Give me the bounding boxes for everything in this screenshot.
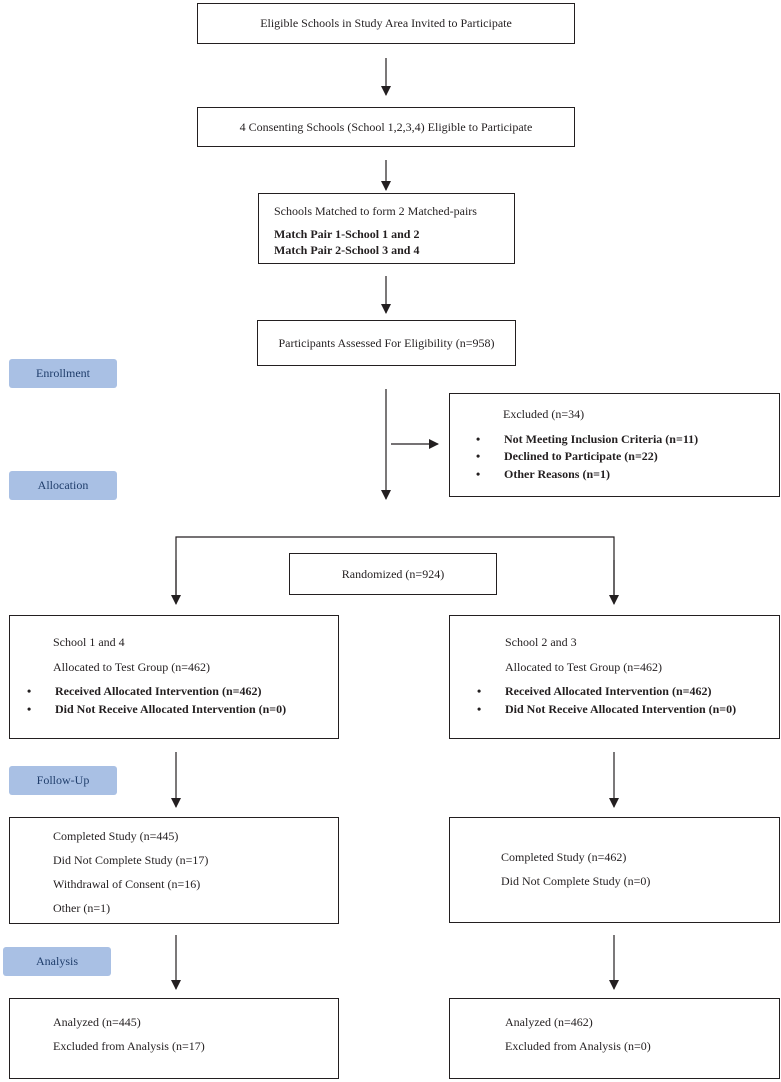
- right-followup-line: Did Not Complete Study (n=0): [501, 874, 651, 888]
- right-analysis-line: Excluded from Analysis (n=0): [505, 1039, 651, 1053]
- bullet-icon: •: [477, 702, 482, 716]
- left-alloc-item: • Received Allocated Intervention (n=462): [27, 684, 261, 699]
- invited-schools-text: Eligible Schools in Study Area Invited t…: [260, 16, 512, 30]
- match-pair-1: Match Pair 1-School 1 and 2: [274, 227, 420, 241]
- stage-analysis: Analysis: [3, 947, 111, 976]
- right-analysis-box: Analyzed (n=462) Excluded from Analysis …: [449, 998, 780, 1079]
- invited-schools-box: Eligible Schools in Study Area Invited t…: [197, 3, 575, 44]
- assessed-eligibility-box: Participants Assessed For Eligibility (n…: [257, 320, 516, 366]
- right-allocated-text: Allocated to Test Group (n=462): [505, 660, 663, 674]
- excluded-item: • Other Reasons (n=1): [476, 467, 610, 482]
- left-followup-line: Other (n=1): [53, 901, 111, 915]
- assessed-eligibility-text: Participants Assessed For Eligibility (n…: [278, 335, 495, 350]
- right-followup-line: Completed Study (n=462): [501, 850, 627, 864]
- randomized-box: Randomized (n=924): [289, 553, 497, 595]
- matched-pairs-box: Schools Matched to form 2 Matched-pairs …: [258, 193, 515, 264]
- excluded-box: Excluded (n=34) • Not Meeting Inclusion C…: [449, 393, 780, 497]
- bullet-icon: •: [27, 702, 32, 716]
- left-followup-line: Completed Study (n=445): [53, 829, 179, 843]
- right-allocation-box: School 2 and 3 Allocated to Test Group (…: [449, 615, 780, 739]
- left-alloc-item-text: Did Not Receive Allocated Intervention (…: [55, 702, 287, 716]
- left-followup-box: Completed Study (n=445) Did Not Complete…: [9, 817, 339, 924]
- excluded-item: • Not Meeting Inclusion Criteria (n=11): [476, 432, 698, 447]
- excluded-item-text: Other Reasons (n=1): [504, 467, 610, 481]
- bullet-icon: •: [27, 684, 32, 698]
- right-school-label: School 2 and 3: [505, 635, 577, 649]
- left-analysis-box: Analyzed (n=445) Excluded from Analysis …: [9, 998, 339, 1079]
- right-followup-box: Completed Study (n=462) Did Not Complete…: [449, 817, 780, 923]
- excluded-item-text: Declined to Participate (n=22): [504, 449, 658, 463]
- right-analysis-line: Analyzed (n=462): [505, 1015, 593, 1029]
- match-pair-2: Match Pair 2-School 3 and 4: [274, 243, 420, 257]
- randomized-text: Randomized (n=924): [341, 566, 445, 581]
- right-alloc-item: • Did Not Receive Allocated Intervention …: [477, 702, 736, 717]
- left-school-label: School 1 and 4: [53, 635, 125, 649]
- excluded-item: • Declined to Participate (n=22): [476, 449, 658, 464]
- matched-pairs-title: Schools Matched to form 2 Matched-pairs: [274, 204, 477, 218]
- bullet-icon: •: [476, 467, 481, 481]
- consenting-schools-box: 4 Consenting Schools (School 1,2,3,4) El…: [197, 107, 575, 147]
- bullet-icon: •: [476, 449, 481, 463]
- left-followup-line: Withdrawal of Consent (n=16): [53, 877, 201, 891]
- left-analysis-line: Excluded from Analysis (n=17): [53, 1039, 205, 1053]
- left-analysis-line: Analyzed (n=445): [53, 1015, 141, 1029]
- right-alloc-item-text: Did Not Receive Allocated Intervention (…: [505, 702, 737, 716]
- right-alloc-item-text: Received Allocated Intervention (n=462): [505, 684, 712, 698]
- stage-enrollment: Enrollment: [9, 359, 117, 388]
- stage-follow-up: Follow-Up: [9, 766, 117, 795]
- left-followup-line: Did Not Complete Study (n=17): [53, 853, 209, 867]
- left-allocation-box: School 1 and 4 Allocated to Test Group (…: [9, 615, 339, 739]
- left-allocated-text: Allocated to Test Group (n=462): [53, 660, 211, 674]
- left-alloc-item: • Did Not Receive Allocated Intervention …: [27, 702, 286, 717]
- stage-allocation: Allocation: [9, 471, 117, 500]
- left-alloc-item-text: Received Allocated Intervention (n=462): [55, 684, 262, 698]
- bullet-icon: •: [477, 684, 482, 698]
- excluded-title: Excluded (n=34): [503, 407, 585, 421]
- right-alloc-item: • Received Allocated Intervention (n=462): [477, 684, 711, 699]
- consenting-schools-text: 4 Consenting Schools (School 1,2,3,4) El…: [239, 119, 533, 134]
- excluded-item-text: Not Meeting Inclusion Criteria (n=11): [504, 432, 699, 446]
- bullet-icon: •: [476, 432, 481, 446]
